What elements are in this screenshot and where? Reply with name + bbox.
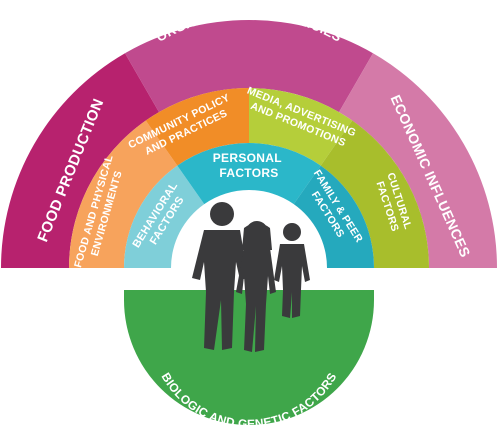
biologic-genetic-segment [124,290,374,425]
food-production-segment [1,53,159,268]
community-policy-segment [145,88,249,166]
family-peer-factors-segment [293,165,374,268]
adult-figure-icon [192,202,248,350]
food-physical-environments-segment [69,120,178,268]
family-silhouette-icon [192,202,310,352]
personal-factors-label: PERSONAL FACTORS [213,151,286,180]
economic-influences-segment [339,53,497,268]
behavioral-factors-segment [124,165,205,268]
boy-figure-icon [274,223,310,318]
media-advertising-segment [249,88,353,166]
governmental-policies-segment [125,19,373,113]
personal-factors-segment [177,142,321,205]
girl-figure-icon [236,221,276,352]
cultural-factors-segment [320,120,429,268]
